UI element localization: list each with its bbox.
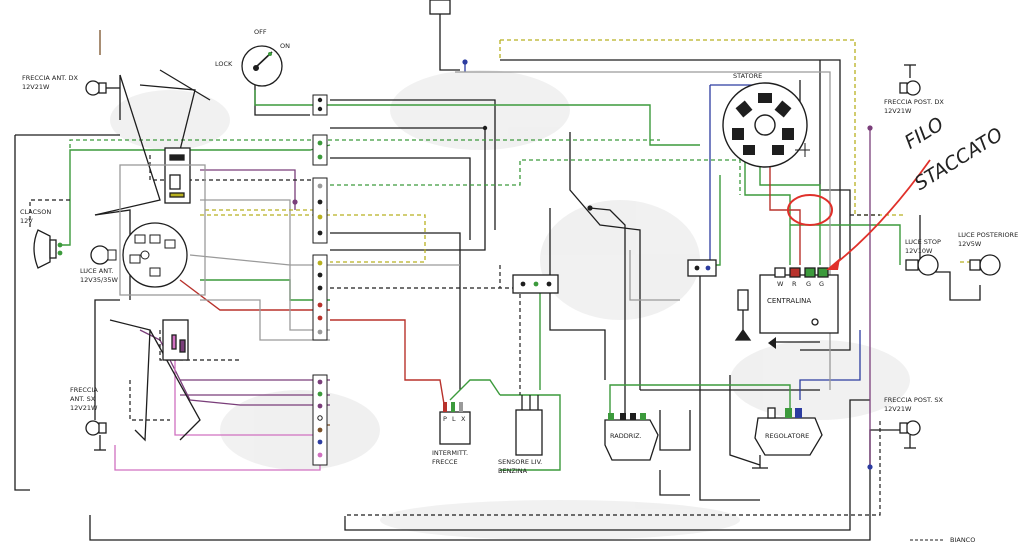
label-flasher-pin-x: X bbox=[461, 415, 466, 423]
stop-light-icon bbox=[905, 254, 939, 276]
connector-strip-lower bbox=[312, 374, 328, 466]
wires-red bbox=[179, 165, 801, 411]
label-control-unit: CENTRALINA bbox=[767, 297, 811, 305]
wires-green-dashed bbox=[69, 139, 741, 195]
handlebar-switch-assembly bbox=[94, 69, 211, 442]
component-labels: OFF ON LOCK FRECCIA ANT. DX 12V21W CLACS… bbox=[20, 28, 1018, 475]
label-stator: STATORE bbox=[733, 72, 762, 80]
ignition-switch-icon bbox=[241, 45, 283, 87]
label-horn-2: 12V bbox=[20, 217, 33, 225]
label-control-pin-r: R bbox=[792, 280, 797, 288]
wires-brown bbox=[99, 30, 330, 426]
label-headlight-2: 12V35/35W bbox=[80, 276, 118, 284]
label-front-right-indicator-1: FRECCIA ANT. DX bbox=[22, 74, 79, 82]
label-flasher-pin-l: L bbox=[452, 415, 456, 423]
rear-right-indicator-icon bbox=[899, 64, 921, 96]
fuel-sensor-unit bbox=[512, 274, 559, 456]
headlight-symbol bbox=[122, 222, 188, 288]
wire-legend: BIANCO bbox=[910, 536, 975, 544]
label-rear-left-indicator-2: 12V21W bbox=[884, 405, 912, 413]
rear-left-indicator-icon bbox=[899, 420, 921, 449]
label-horn-1: CLACSON bbox=[20, 208, 51, 216]
label-control-pin-g1: G bbox=[806, 280, 811, 288]
label-front-left-indicator-2: ANT. SX bbox=[70, 395, 96, 403]
annotation-text-line1: FILO bbox=[901, 113, 948, 154]
top-connector-plug bbox=[429, 0, 468, 65]
spark-plug-icon bbox=[734, 289, 752, 341]
label-stop-light-2: 12V10W bbox=[905, 247, 933, 255]
label-regulator: REGOLATORE bbox=[765, 432, 809, 440]
label-rear-right-indicator-2: 12V21W bbox=[884, 107, 912, 115]
legend-white-wire: BIANCO bbox=[950, 536, 975, 544]
tail-light-icon bbox=[969, 254, 1001, 276]
ground-symbol bbox=[768, 337, 776, 349]
label-tail-light-2: 12V5W bbox=[958, 240, 982, 248]
label-rear-right-indicator-1: FRECCIA POST. DX bbox=[884, 98, 944, 106]
wires-black bbox=[14, 12, 981, 541]
front-right-indicator-icon bbox=[85, 80, 107, 96]
rectifier-unit bbox=[604, 413, 659, 461]
label-front-left-indicator-1: FRECCIA bbox=[70, 386, 98, 394]
label-switch-on: ON bbox=[280, 42, 290, 50]
label-flasher-pin-p: P bbox=[443, 415, 447, 423]
front-left-indicator-icon bbox=[85, 420, 107, 451]
relay-block bbox=[687, 259, 717, 277]
label-fuel-sensor-2: BENZINA bbox=[498, 467, 528, 475]
flasher-unit bbox=[439, 402, 471, 445]
label-stop-light-1: LUCE STOP bbox=[905, 238, 941, 246]
label-headlight-1: LUCE ANT. bbox=[80, 267, 113, 275]
label-front-right-indicator-2: 12V21W bbox=[22, 83, 50, 91]
control-unit-box bbox=[759, 267, 839, 343]
label-rectifier: RADDRIZ. bbox=[610, 432, 642, 440]
label-rear-left-indicator-1: FRECCIA POST. SX bbox=[884, 396, 943, 404]
connector-strip-middle bbox=[312, 254, 328, 341]
connector-strip-upper bbox=[312, 94, 328, 244]
label-flasher-2: FRECCE bbox=[432, 458, 458, 466]
regulator-unit bbox=[752, 407, 823, 469]
label-lock: LOCK bbox=[215, 60, 233, 68]
label-control-pin-w: W bbox=[777, 280, 784, 288]
label-front-left-indicator-3: 12V21W bbox=[70, 404, 98, 412]
label-control-pin-g2: G bbox=[819, 280, 824, 288]
headlight-bulb-icon bbox=[90, 245, 117, 265]
label-flasher-1: INTERMITT. bbox=[432, 449, 468, 457]
label-switch-off: OFF bbox=[254, 28, 267, 36]
stator-unit bbox=[722, 82, 810, 168]
label-tail-light-1: LUCE POSTERIORE bbox=[958, 231, 1018, 239]
junction-dots bbox=[292, 125, 873, 470]
horn-icon bbox=[33, 229, 63, 269]
label-fuel-sensor-1: SENSORE LIV. bbox=[498, 458, 542, 466]
